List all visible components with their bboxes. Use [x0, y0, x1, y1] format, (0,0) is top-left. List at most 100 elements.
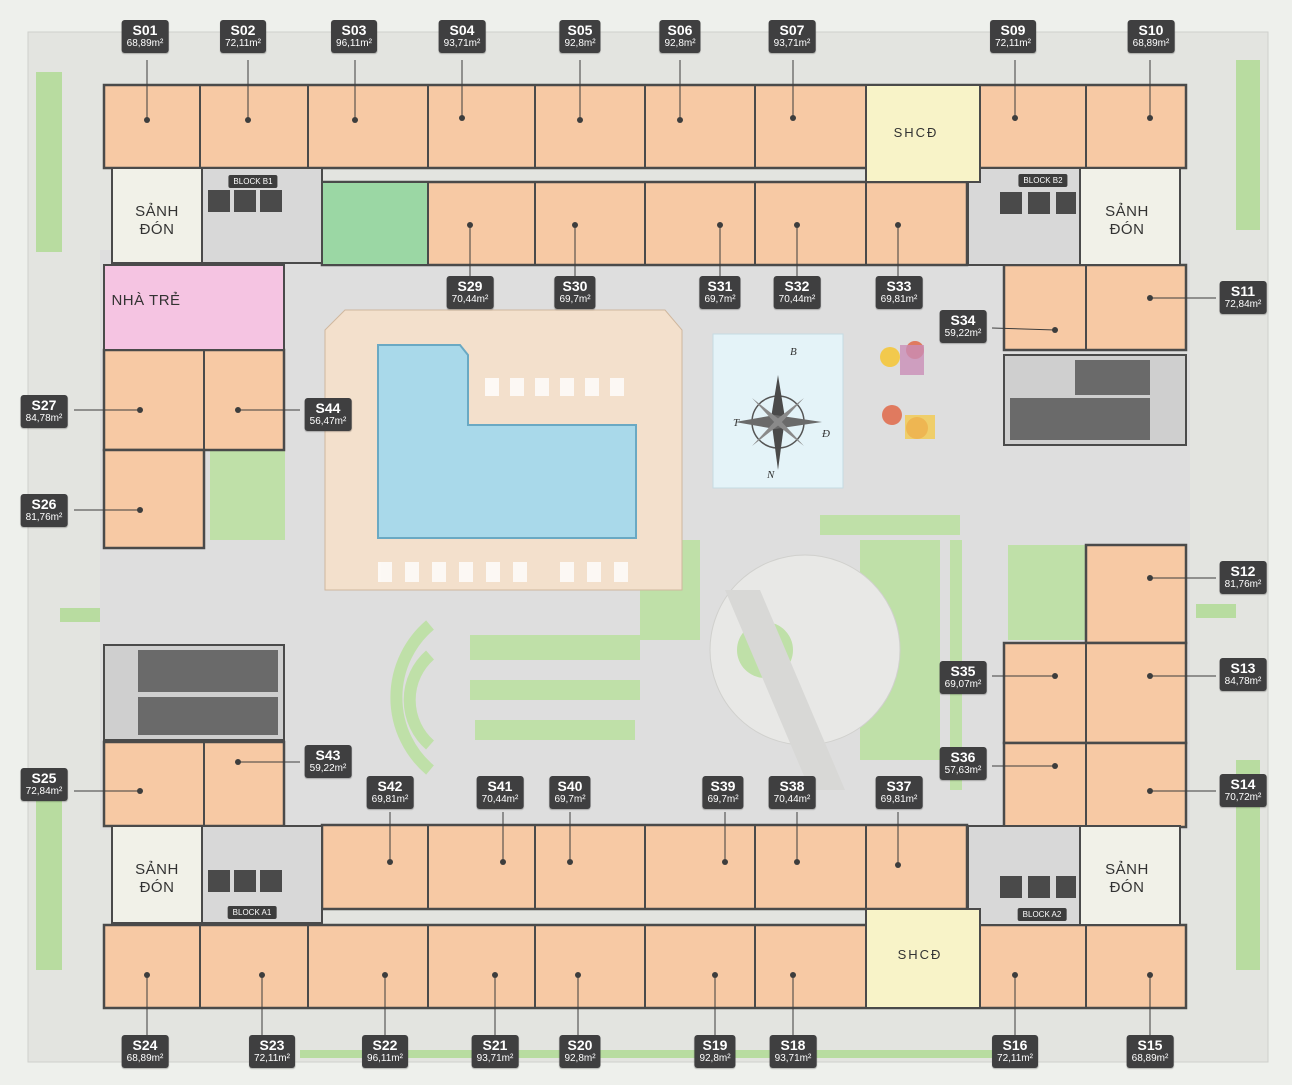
unit-code: S36 [950, 749, 976, 765]
lobby-line2: ĐÓN [1109, 221, 1145, 238]
unit-code: S03 [341, 22, 367, 38]
lobby-line1: SẢNH [1105, 861, 1149, 878]
lobby-line1: SẢNH [135, 861, 179, 878]
unit-area: 70,44m² [773, 794, 811, 805]
lobby-label-a1: SẢNH ĐÓN [135, 861, 179, 897]
unit-code: S29 [457, 278, 483, 294]
unit-area: 57,63m² [944, 765, 982, 776]
unit-area: 93,71m² [476, 1053, 514, 1064]
unit-code: S15 [1137, 1037, 1163, 1053]
unit-area: 69,07m² [944, 679, 982, 690]
unit-area: 70,44m² [451, 294, 489, 305]
unit-area: 68,89m² [1131, 1053, 1169, 1064]
unit-code: S01 [132, 22, 158, 38]
block-b1-tag: BLOCK B1 [228, 175, 278, 188]
unit-area: 93,71m² [773, 38, 811, 49]
lobby-line1: SẢNH [135, 203, 179, 220]
unit-code: S43 [315, 747, 341, 763]
community-room-label-south: SHCĐ [897, 947, 943, 962]
compass-north: B [790, 346, 797, 358]
unit-code: S41 [487, 778, 513, 794]
unit-code: S40 [557, 778, 583, 794]
unit-code: S44 [315, 400, 341, 416]
unit-area: 93,71m² [443, 38, 481, 49]
unit-area: 92,8m² [564, 1053, 596, 1064]
lobby-line2: ĐÓN [1109, 879, 1145, 896]
community-room-label-north: SHCĐ [893, 125, 939, 140]
unit-code: S42 [377, 778, 403, 794]
unit-code: S34 [950, 312, 976, 328]
lobby-line2: ĐÓN [139, 879, 175, 896]
unit-area: 59,22m² [944, 328, 982, 339]
unit-code: S21 [482, 1037, 508, 1053]
unit-code: S12 [1230, 563, 1256, 579]
block-b2-tag: BLOCK B2 [1018, 174, 1068, 187]
unit-code: S06 [667, 22, 693, 38]
unit-area: 69,81m² [880, 294, 918, 305]
unit-code: S04 [449, 22, 475, 38]
unit-code: S27 [31, 397, 57, 413]
unit-area: 84,78m² [1224, 676, 1262, 687]
unit-code: S07 [779, 22, 805, 38]
unit-code: S23 [259, 1037, 285, 1053]
compass-west: T [733, 417, 740, 429]
unit-area: 68,89m² [1132, 38, 1170, 49]
lobby-label-b2: SẢNH ĐÓN [1105, 203, 1149, 239]
unit-area: 70,44m² [778, 294, 816, 305]
unit-area: 72,11m² [995, 38, 1031, 49]
unit-area: 68,89m² [126, 38, 164, 49]
unit-area: 72,11m² [225, 38, 261, 49]
unit-code: S32 [784, 278, 810, 294]
unit-code: S37 [886, 778, 912, 794]
unit-code: S24 [132, 1037, 158, 1053]
unit-area: 72,11m² [254, 1053, 290, 1064]
unit-code: S14 [1230, 776, 1256, 792]
unit-code: S18 [780, 1037, 806, 1053]
unit-area: 59,22m² [309, 763, 347, 774]
unit-area: 92,8m² [664, 38, 696, 49]
unit-code: S10 [1138, 22, 1164, 38]
unit-area: 81,76m² [1224, 579, 1262, 590]
